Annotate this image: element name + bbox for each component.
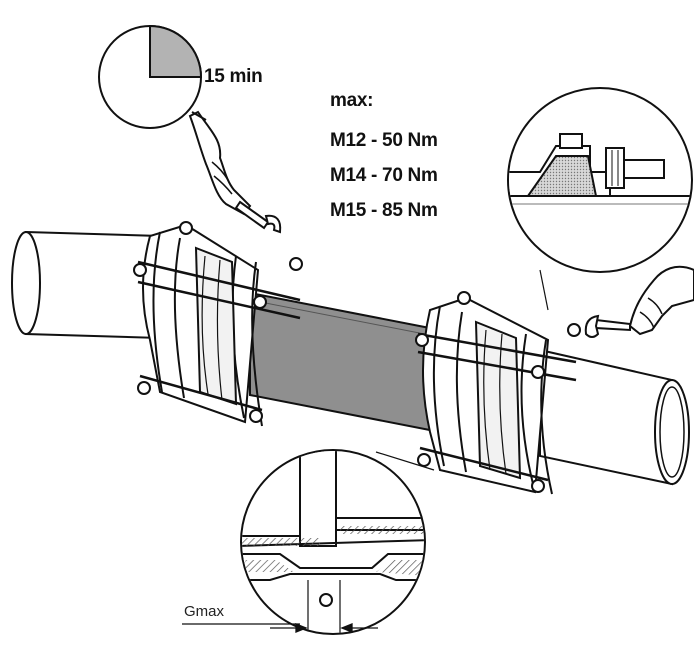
right-coupling xyxy=(415,291,581,495)
right-pipe xyxy=(539,348,690,486)
left-hand-wrench-icon xyxy=(188,110,282,234)
timer-clock xyxy=(98,24,203,129)
torque-value-m12: M12 - 50 Nm xyxy=(330,130,438,151)
torque-value-m14: M14 - 70 Nm xyxy=(330,165,438,186)
gap-max-label: Gmax xyxy=(184,603,225,620)
torque-title: max: xyxy=(330,90,374,111)
gap-dimension xyxy=(182,623,378,633)
bottom-detail-circle xyxy=(182,449,435,635)
torque-value-m15: M15 - 85 Nm xyxy=(330,200,438,221)
cure-time-label: 15 min xyxy=(204,66,263,87)
left-pipe xyxy=(11,230,161,340)
clock-elapsed-segment xyxy=(149,24,203,78)
left-coupling xyxy=(133,221,303,427)
top-right-detail-circle xyxy=(507,87,693,311)
right-hand-wrench-icon xyxy=(584,265,694,338)
